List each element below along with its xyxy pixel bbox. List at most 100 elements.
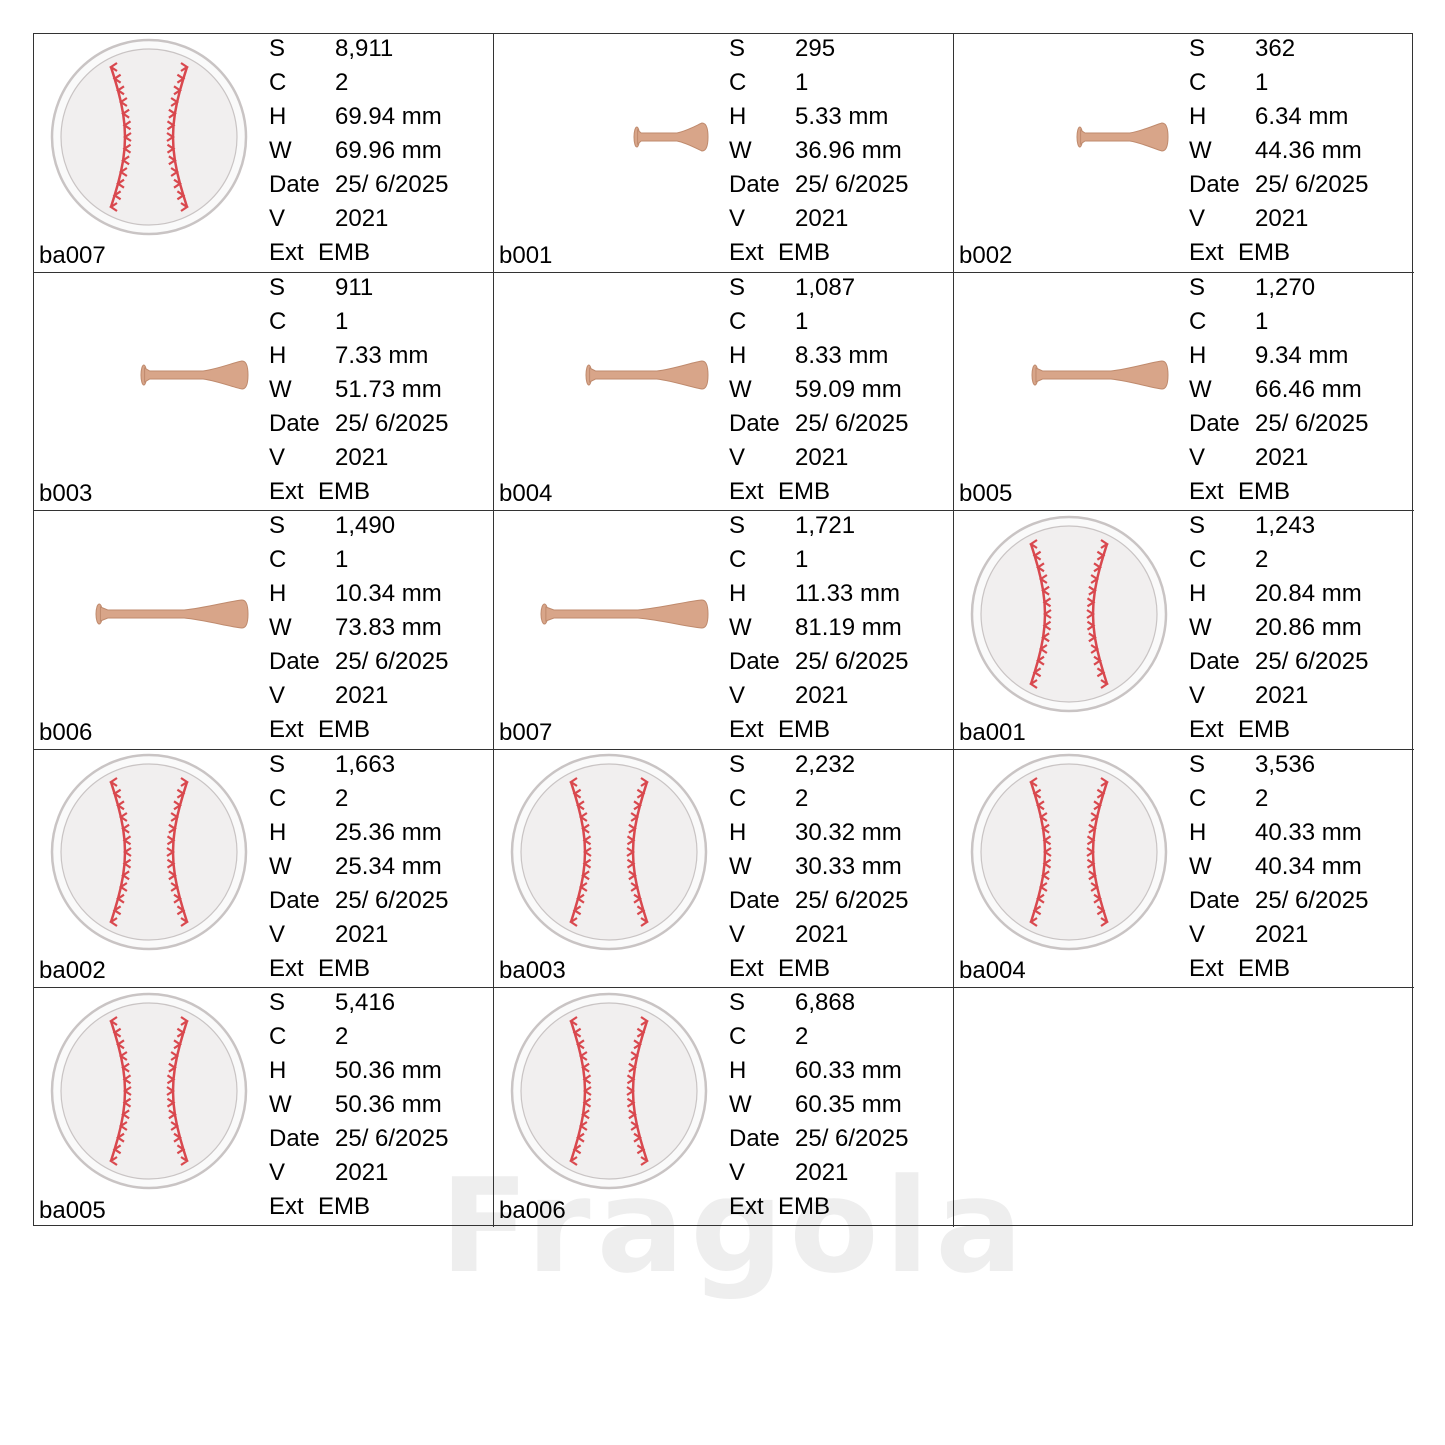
meta-value-c: 2: [795, 784, 809, 812]
design-code: ba006: [499, 1196, 566, 1224]
design-meta: S 1,663 C 2 H 25.36 mm W 25.34 mm Date 2…: [269, 750, 448, 988]
meta-label-h: H: [269, 103, 287, 130]
meta-value-ext: EMB: [778, 477, 831, 505]
meta-row-ext: Ext EMB: [269, 238, 448, 272]
meta-value-v: 2021: [1255, 920, 1309, 948]
baseball-icon: [964, 750, 1174, 955]
meta-label-ext: Ext: [729, 477, 764, 505]
meta-value-v: 2021: [795, 682, 849, 710]
meta-label-ext: Ext: [269, 477, 304, 505]
meta-label-h: H: [729, 341, 747, 369]
design-code: b007: [499, 718, 553, 746]
meta-row-c: C 2: [269, 784, 448, 818]
meta-row-h: H 50.36 mm: [269, 1056, 448, 1090]
meta-value-ext: EMB: [1238, 239, 1291, 266]
design-cell: ba007 S 8,911 C 2 H 69.94 mm W 69.96 mm …: [34, 34, 494, 273]
meta-value-v: 2021: [335, 1159, 389, 1187]
meta-value-h: 7.33 mm: [335, 341, 429, 369]
meta-row-w: W 20.86 mm: [1189, 613, 1368, 647]
meta-row-v: V 2021: [269, 920, 448, 954]
meta-label-v: V: [729, 682, 746, 710]
meta-row-date: Date 25/ 6/2025: [269, 1124, 448, 1158]
meta-row-v: V 2021: [729, 920, 908, 954]
meta-row-h: H 40.33 mm: [1189, 818, 1368, 852]
design-code: ba003: [499, 957, 566, 985]
meta-value-s: 8,911: [335, 35, 394, 62]
meta-row-date: Date 25/ 6/2025: [729, 647, 908, 681]
meta-row-w: W 50.36 mm: [269, 1090, 448, 1124]
meta-value-date: 25/ 6/2025: [335, 171, 449, 198]
meta-value-ext: EMB: [318, 954, 371, 982]
meta-row-date: Date 25/ 6/2025: [729, 886, 908, 920]
design-meta: S 1,490 C 1 H 10.34 mm W 73.83 mm Date 2…: [269, 511, 448, 749]
meta-row-date: Date 25/ 6/2025: [1189, 647, 1368, 681]
meta-row-ext: Ext EMB: [269, 1192, 448, 1226]
meta-label-s: S: [269, 989, 286, 1017]
meta-label-v: V: [1189, 920, 1206, 948]
design-code: ba007: [39, 241, 106, 269]
design-code: ba004: [959, 957, 1026, 985]
baseball-icon: [964, 511, 1174, 716]
meta-value-c: 1: [795, 546, 809, 574]
meta-row-v: V 2021: [1189, 920, 1368, 954]
design-cell: b005 S 1,270 C 1 H 9.34 mm W 66.46 mm Da…: [954, 273, 1414, 512]
meta-label-w: W: [1189, 614, 1212, 642]
meta-label-w: W: [729, 1091, 752, 1119]
meta-label-date: Date: [269, 648, 320, 676]
meta-value-date: 25/ 6/2025: [1255, 648, 1369, 676]
meta-label-v: V: [269, 443, 286, 471]
meta-row-v: V 2021: [729, 204, 908, 238]
meta-label-s: S: [729, 989, 746, 1017]
meta-label-s: S: [729, 512, 746, 540]
meta-value-date: 25/ 6/2025: [335, 886, 449, 914]
meta-row-h: H 9.34 mm: [1189, 341, 1368, 375]
meta-row-s: S 1,087: [729, 273, 908, 307]
meta-label-date: Date: [1189, 409, 1240, 437]
meta-label-c: C: [1189, 546, 1207, 574]
meta-value-w: 59.09 mm: [795, 375, 902, 403]
meta-row-s: S 1,490: [269, 511, 448, 545]
meta-row-h: H 30.32 mm: [729, 818, 908, 852]
design-meta: S 295 C 1 H 5.33 mm W 36.96 mm Date 25/ …: [729, 34, 908, 272]
meta-label-h: H: [1189, 103, 1207, 130]
meta-row-w: W 36.96 mm: [729, 136, 908, 170]
meta-row-c: C 2: [269, 1022, 448, 1056]
design-meta: S 362 C 1 H 6.34 mm W 44.36 mm Date 25/ …: [1189, 34, 1368, 272]
meta-row-ext: Ext EMB: [1189, 954, 1368, 988]
meta-label-date: Date: [729, 171, 780, 198]
meta-row-date: Date 25/ 6/2025: [269, 409, 448, 443]
design-meta: S 2,232 C 2 H 30.32 mm W 30.33 mm Date 2…: [729, 750, 908, 988]
meta-row-date: Date 25/ 6/2025: [729, 1124, 908, 1158]
meta-row-v: V 2021: [269, 443, 448, 477]
meta-value-date: 25/ 6/2025: [795, 171, 909, 198]
meta-value-w: 51.73 mm: [335, 375, 442, 403]
meta-label-date: Date: [269, 1125, 320, 1153]
meta-row-c: C 2: [729, 784, 908, 818]
meta-row-w: W 40.34 mm: [1189, 852, 1368, 886]
meta-row-h: H 60.33 mm: [729, 1056, 908, 1090]
meta-label-v: V: [269, 920, 286, 948]
meta-label-v: V: [1189, 205, 1206, 232]
baseball-bat-icon: [44, 511, 254, 716]
meta-label-w: W: [729, 375, 752, 403]
meta-label-c: C: [729, 784, 747, 812]
design-cell: ba004 S 3,536 C 2 H 40.33 mm W 40.34 mm …: [954, 750, 1414, 989]
design-code: ba002: [39, 957, 106, 985]
meta-row-v: V 2021: [269, 681, 448, 715]
meta-label-w: W: [1189, 375, 1212, 403]
design-cell: ba006 S 6,868 C 2 H 60.33 mm W 60.35 mm …: [494, 988, 954, 1227]
meta-row-c: C 2: [1189, 545, 1368, 579]
meta-row-w: W 44.36 mm: [1189, 136, 1368, 170]
meta-value-date: 25/ 6/2025: [335, 1125, 449, 1153]
meta-label-h: H: [729, 1057, 747, 1085]
meta-label-date: Date: [729, 1125, 780, 1153]
meta-value-w: 81.19 mm: [795, 614, 902, 642]
meta-label-v: V: [729, 920, 746, 948]
meta-row-h: H 10.34 mm: [269, 579, 448, 613]
meta-row-date: Date 25/ 6/2025: [269, 647, 448, 681]
design-code: b004: [499, 480, 553, 508]
meta-label-h: H: [729, 580, 747, 608]
meta-row-h: H 20.84 mm: [1189, 579, 1368, 613]
meta-row-c: C 2: [729, 1022, 908, 1056]
meta-row-w: W 25.34 mm: [269, 852, 448, 886]
